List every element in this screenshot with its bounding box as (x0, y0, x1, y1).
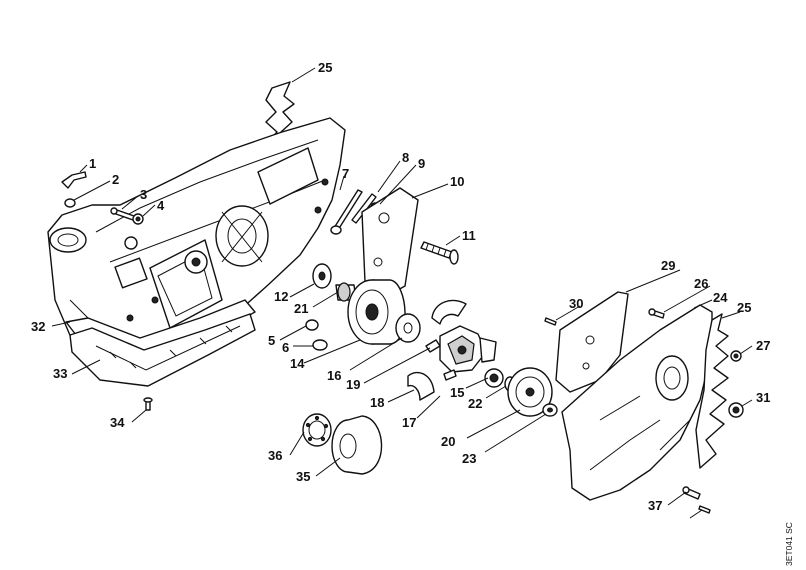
callout-labels: 25 1 2 3 4 7 8 9 10 11 12 21 5 6 14 16 1… (31, 60, 770, 513)
callout-29: 30 (569, 296, 583, 311)
screw-3 (110, 207, 135, 221)
nut-23 (542, 403, 558, 417)
callout-4: 4 (157, 198, 165, 213)
callout-5: 5 (268, 333, 275, 348)
washer-12 (312, 263, 332, 289)
nut-30 (728, 402, 744, 418)
callout-17: 17 (402, 415, 416, 430)
nut-5 (305, 319, 319, 331)
callout-24: 24 (713, 290, 728, 305)
pin-36 (682, 486, 701, 500)
nut-4 (132, 213, 144, 225)
callout-36: 37 (648, 498, 662, 513)
callout-27: 27 (756, 338, 770, 353)
side-cover-24 (561, 304, 713, 501)
callout-25-top: 25 (318, 60, 332, 75)
oil-pan (69, 313, 256, 387)
drum-34 (331, 415, 383, 475)
drawing-code: 3ET041 SC (784, 522, 794, 566)
pressure-disk-20 (507, 367, 553, 417)
callout-21: 21 (294, 301, 308, 316)
callout-33: 34 (110, 415, 125, 430)
bearing-35 (302, 413, 332, 447)
callout-32: 33 (53, 366, 67, 381)
washer-6 (312, 339, 328, 351)
callout-6: 6 (282, 340, 289, 355)
callout-8: 8 (402, 150, 409, 165)
nut-27 (730, 350, 742, 362)
clutch-drum-14 (347, 279, 406, 345)
crankcase-housing (47, 117, 346, 371)
callout-19: 19 (346, 377, 360, 392)
disk-16 (395, 313, 421, 343)
callout-10: 10 (450, 174, 464, 189)
screw-33 (143, 397, 153, 411)
callout-25-right: 25 (737, 300, 751, 315)
stud-7 (330, 189, 363, 235)
callout-22: 22 (468, 396, 482, 411)
callout-18: 18 (370, 395, 384, 410)
callout-34: 35 (296, 469, 310, 484)
sleeve-15 (484, 368, 504, 388)
callout-9: 9 (418, 156, 425, 171)
threaded-bolt-11 (420, 241, 459, 265)
callout-3: 3 (140, 187, 147, 202)
callout-14: 14 (290, 356, 305, 371)
bolt-8 (351, 193, 377, 224)
callout-31: 32 (31, 319, 45, 334)
callout-30: 31 (756, 390, 770, 405)
callout-23: 23 (462, 451, 476, 466)
clutch-shoe-18 (407, 371, 435, 401)
callout-7: 7 (342, 166, 349, 181)
clutch-shoe-top (431, 299, 467, 325)
pin-37 (698, 505, 711, 514)
spring-19 (425, 339, 457, 381)
plate-28 (555, 291, 629, 393)
callout-26: 26 (694, 276, 708, 291)
cap-2 (64, 198, 76, 208)
callout-2: 2 (112, 172, 119, 187)
callout-16: 16 (327, 368, 341, 383)
pin-29 (544, 317, 557, 326)
callout-28: 29 (661, 258, 675, 273)
callout-35: 36 (268, 448, 282, 463)
gasket-strip-right (695, 313, 729, 469)
callout-11: 11 (462, 228, 476, 243)
clutch-hub-17 (439, 325, 497, 373)
callout-12: 12 (274, 289, 288, 304)
screw-26 (648, 308, 665, 319)
callout-20: 20 (441, 434, 455, 449)
callout-1: 1 (89, 156, 96, 171)
leader-lines (51, 67, 753, 519)
callout-15: 15 (450, 385, 464, 400)
hose-1 (61, 171, 87, 189)
